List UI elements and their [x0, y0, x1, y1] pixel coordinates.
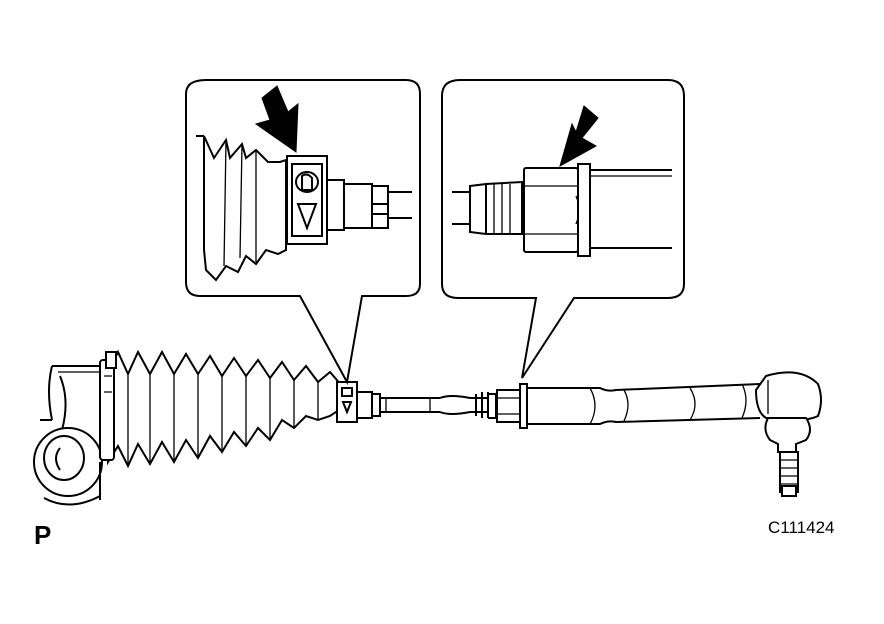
- boot-detail-callout: [196, 135, 287, 282]
- boot-clip-main: [336, 381, 358, 423]
- lock-nut-main: [496, 383, 528, 429]
- inner-tie-rod: [357, 391, 497, 419]
- rack-end-rod: [527, 383, 761, 425]
- rod-detail-callout-2: [452, 180, 523, 236]
- arrow-icon: [254, 85, 299, 153]
- rod-detail-callout: [327, 179, 412, 231]
- callout-boot-clip: [185, 79, 421, 385]
- view-mark-label: P: [34, 520, 52, 550]
- arrow-icon-2: [559, 105, 599, 168]
- tie-rod-end: [754, 371, 822, 497]
- rack-boot: [99, 349, 343, 469]
- callout-lock-nut: [441, 79, 685, 379]
- steering-rack-housing: [33, 365, 104, 506]
- lock-nut-detail: [523, 163, 591, 257]
- figure-code-label: C111424: [768, 518, 835, 537]
- boot-clip-detail: [286, 155, 328, 245]
